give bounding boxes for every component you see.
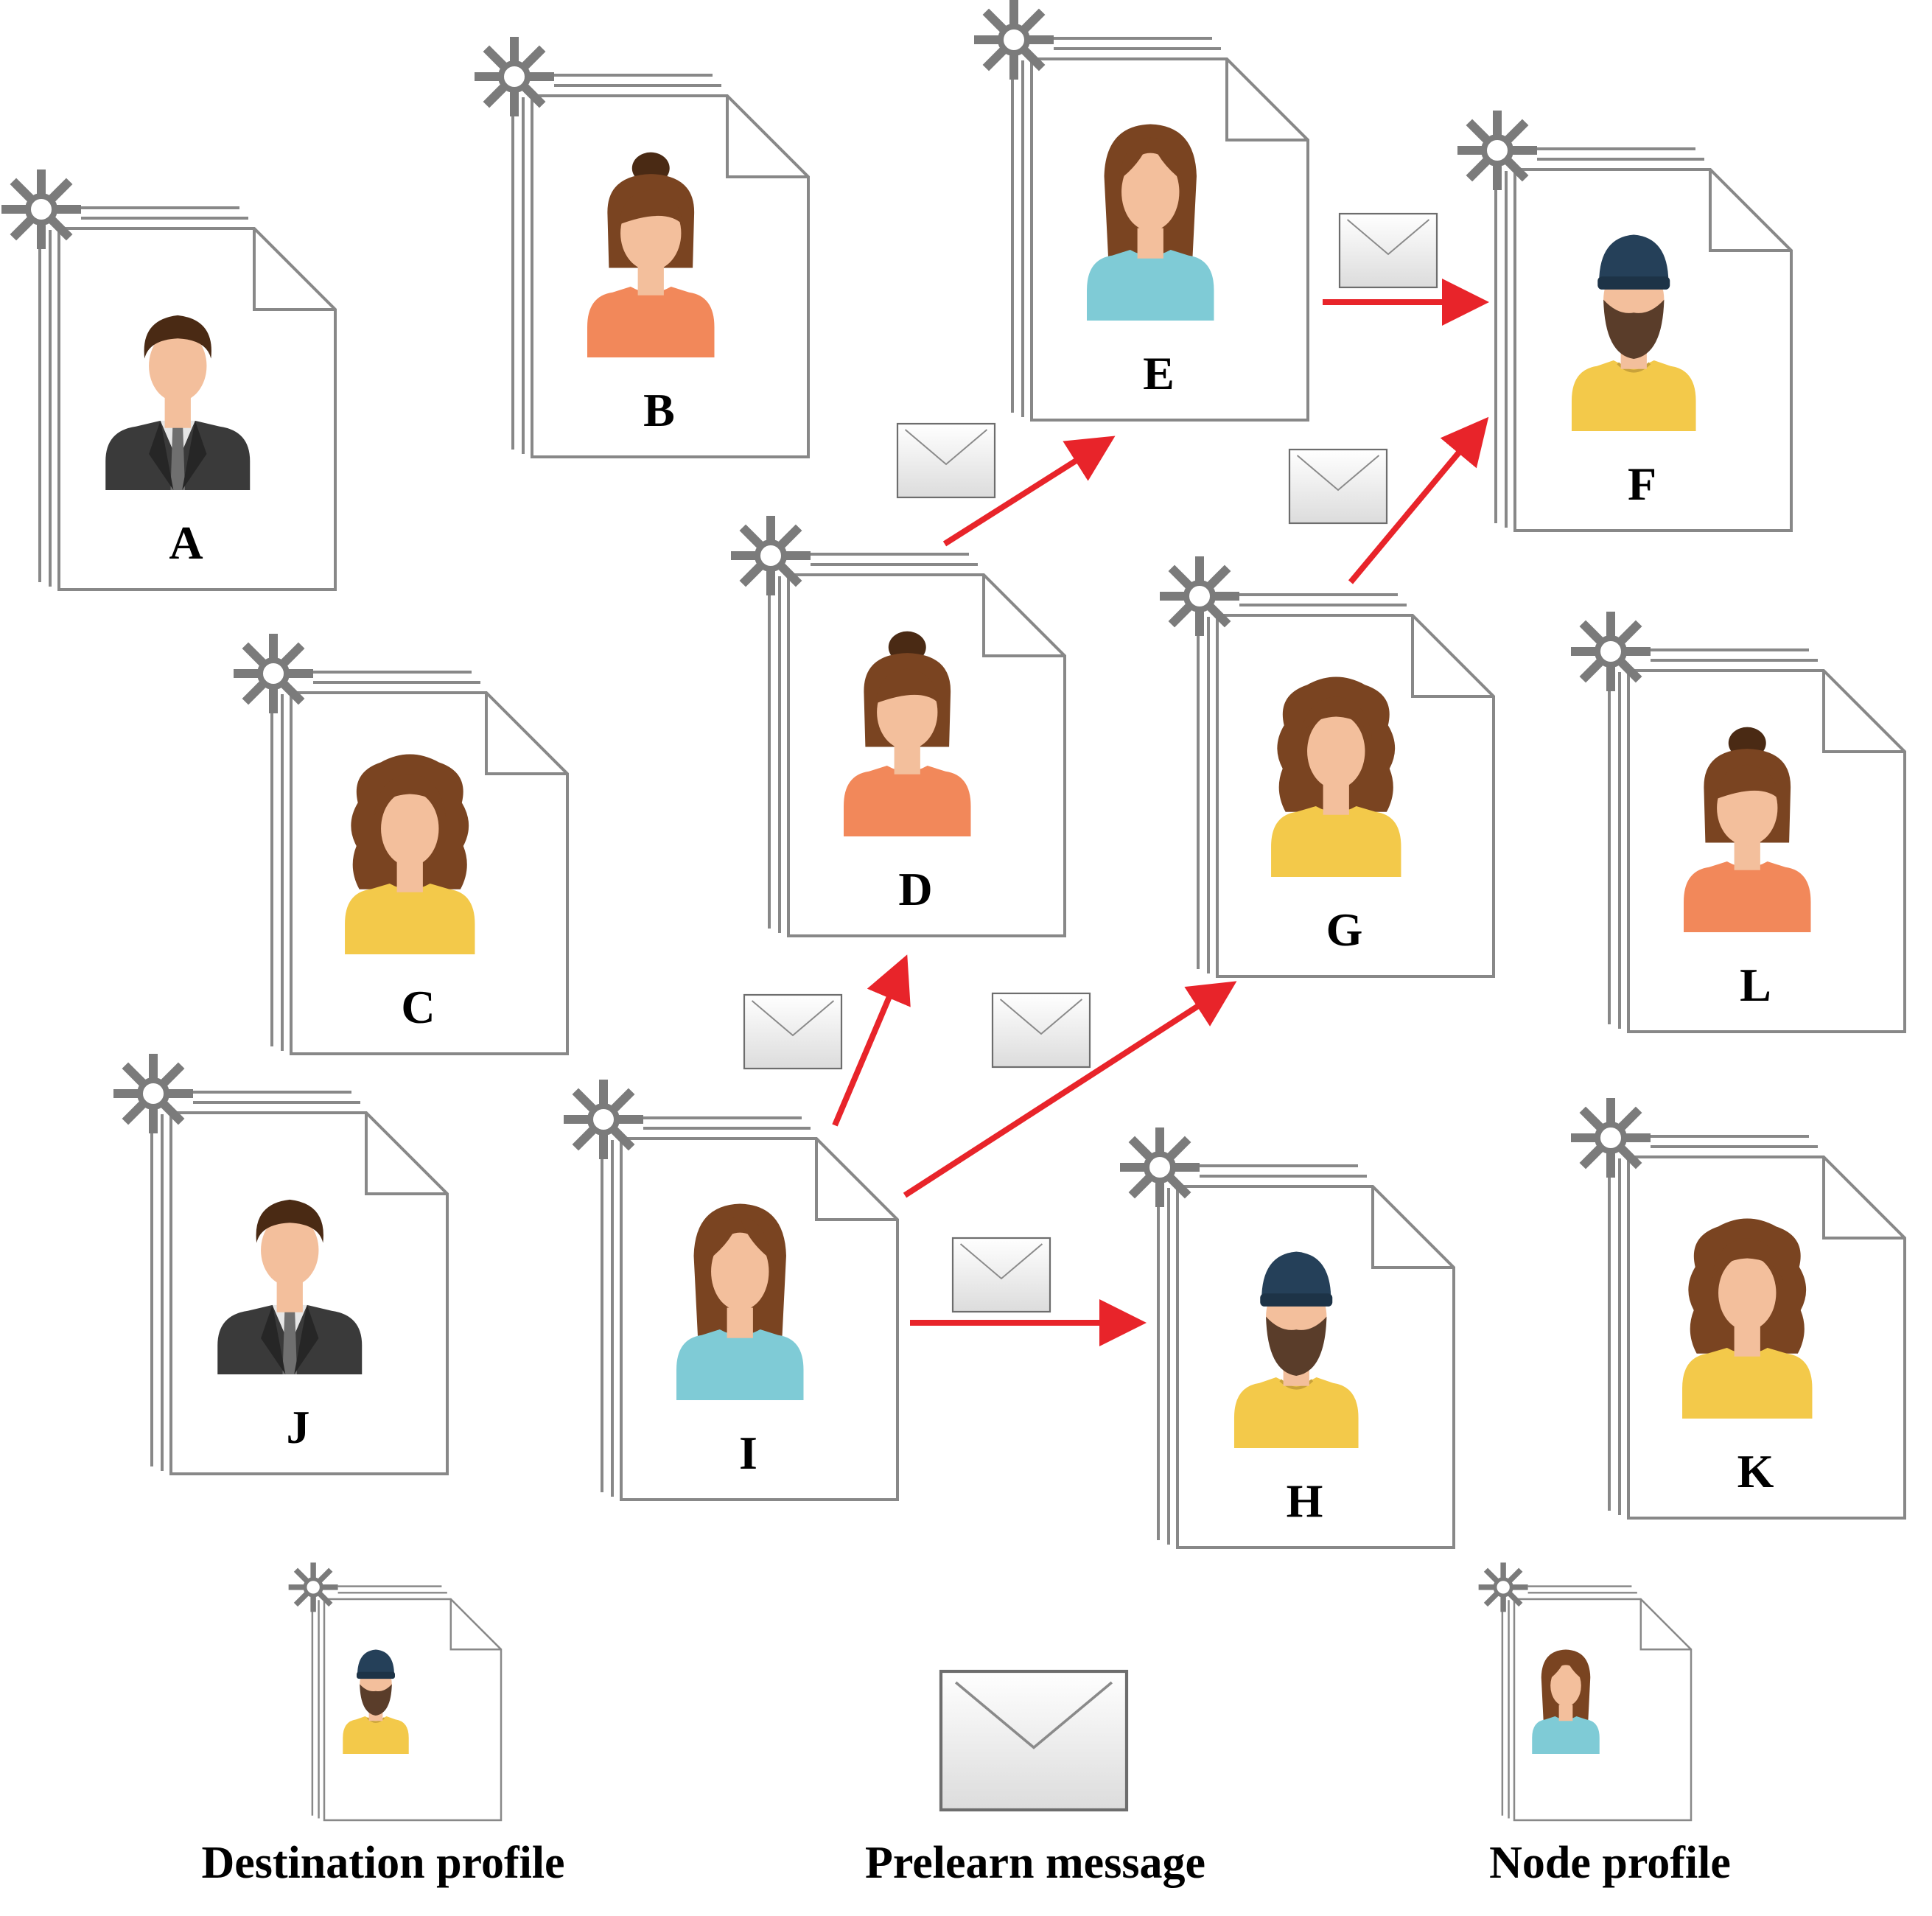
legend-item: Node profile (1478, 1562, 1731, 1888)
arrow-i-to-d (832, 954, 911, 1127)
node-profile-c: C (234, 634, 569, 1055)
woman-curly-yellow-icon (1682, 1218, 1813, 1419)
gear-icon (1478, 1562, 1528, 1612)
gear-icon (1457, 111, 1537, 190)
woman-long-cyan-icon (676, 1203, 804, 1400)
legend-label: Prelearn message (865, 1838, 1205, 1888)
man-beanie-beard-icon (1571, 234, 1696, 431)
envelope-icon (939, 1669, 1129, 1812)
envelope-icon (951, 1237, 1051, 1313)
envelope-icon (991, 992, 1091, 1069)
envelope-icon (896, 422, 996, 499)
woman-long-cyan-icon (1087, 124, 1214, 321)
man-suit-icon (217, 1199, 363, 1374)
gear-icon (1160, 556, 1239, 636)
gear-icon (974, 0, 1054, 80)
envelope-icon (1288, 448, 1388, 525)
node-label: B (643, 384, 675, 436)
node-label: A (169, 517, 203, 569)
legend-label: Destination profile (201, 1838, 564, 1888)
node-label: J (287, 1401, 310, 1453)
node-label: F (1628, 458, 1656, 510)
node-label: I (739, 1427, 757, 1479)
legend-item: Prelearn message (865, 1669, 1205, 1888)
man-beanie-beard-icon (343, 1649, 409, 1754)
gear-icon (1571, 612, 1651, 691)
node-label: E (1143, 347, 1175, 399)
arrow-i-to-g (903, 981, 1237, 1198)
legend-label: Node profile (1489, 1838, 1731, 1888)
gear-icon (731, 516, 811, 595)
node-profile-e: E (974, 0, 1309, 422)
man-suit-icon (105, 315, 251, 490)
envelope-icon (743, 993, 843, 1070)
destination-profile-icon (288, 1562, 503, 1822)
woman-curly-yellow-icon (345, 754, 475, 954)
node-label: K (1737, 1445, 1774, 1497)
node-label: C (401, 981, 435, 1033)
node-profile-f: F (1457, 111, 1793, 532)
node-profile-k: K (1571, 1098, 1906, 1520)
woman-long-cyan-icon (1532, 1649, 1600, 1754)
gear-icon (234, 634, 313, 713)
node-label: G (1326, 903, 1363, 956)
node-profile-l: L (1571, 612, 1906, 1033)
node-profile-j: J (113, 1054, 449, 1475)
node-profile-b: B (475, 37, 810, 458)
man-beanie-beard-icon (1233, 1251, 1359, 1448)
gear-icon (113, 1054, 193, 1133)
node-profile-h: H (1120, 1127, 1455, 1549)
envelope-icon (1338, 212, 1438, 289)
node-profile-icon (1478, 1562, 1693, 1822)
arrow-g-to-f (1348, 416, 1489, 584)
node-label: D (898, 863, 932, 915)
gear-icon (1571, 1098, 1651, 1178)
node-profile-g: G (1160, 556, 1495, 978)
node-profile-i: I (564, 1080, 899, 1501)
legend-item: Destination profile (201, 1562, 565, 1888)
gear-icon (288, 1562, 338, 1612)
gear-icon (475, 37, 554, 116)
woman-bun-orange-icon (1684, 727, 1811, 932)
node-profile-d: D (731, 516, 1066, 937)
node-label: H (1287, 1475, 1323, 1527)
gear-icon (1120, 1127, 1200, 1207)
woman-bun-orange-icon (587, 152, 715, 357)
node-profile-a: A (1, 169, 337, 591)
woman-bun-orange-icon (844, 631, 971, 836)
woman-curly-yellow-icon (1271, 676, 1401, 877)
node-label: L (1740, 959, 1771, 1011)
gear-icon (564, 1080, 643, 1159)
arrow-d-to-e (942, 436, 1116, 547)
gear-icon (1, 169, 81, 249)
